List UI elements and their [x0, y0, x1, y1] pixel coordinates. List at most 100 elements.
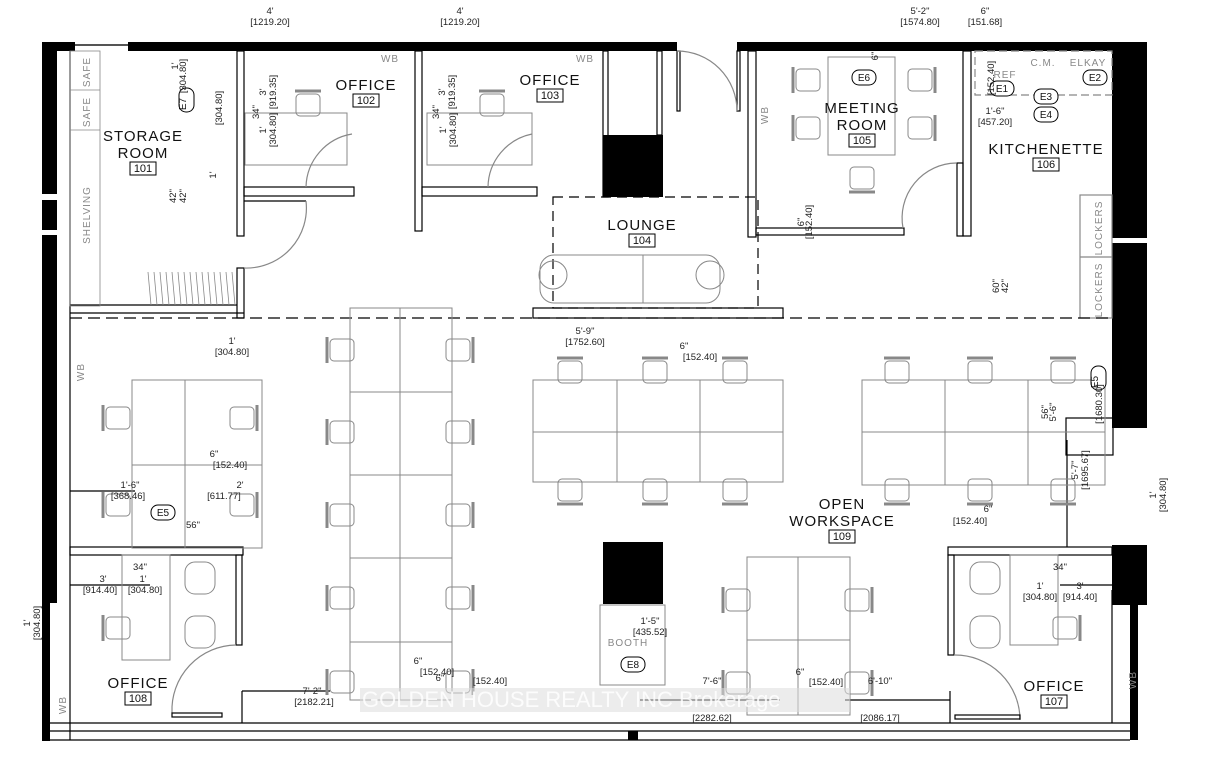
dimension-label: [304.80] — [214, 91, 225, 125]
dimension-label: [304.80] — [215, 347, 249, 358]
desk — [244, 112, 348, 166]
equipment-tag-label: E5 — [1090, 375, 1101, 388]
desk — [599, 604, 666, 686]
dimension-label: 2' — [236, 480, 243, 491]
dimension-label: [304.80] — [32, 606, 43, 640]
dimension-label: 1'-5" — [641, 616, 660, 627]
chair-icon — [642, 356, 668, 384]
dimension-label: [152.40] — [683, 352, 717, 363]
fixture-label-wb: WB — [576, 54, 594, 65]
equipment-tag: E3 — [1033, 88, 1059, 105]
equipment-tag: E2 — [1082, 69, 1108, 86]
room-name: ROOM — [118, 145, 169, 162]
desk — [532, 379, 784, 483]
room-number: 107 — [1045, 696, 1063, 708]
equipment-tag-label: E8 — [627, 660, 640, 671]
desk — [827, 56, 896, 156]
equipment-tag: E8 — [620, 656, 646, 673]
chair-icon — [791, 67, 821, 93]
equipment-tag: E6 — [851, 69, 877, 86]
chair-icon — [907, 115, 937, 141]
dimension-label: 42" — [1000, 279, 1011, 293]
dimension-label: 1' — [258, 126, 269, 133]
dimension-label: 6" — [414, 656, 423, 667]
dimension-label: [2182.21] — [294, 697, 334, 708]
desk — [1009, 554, 1059, 646]
dimension-label: [152.40] — [420, 667, 454, 678]
dimension-label: 4' — [266, 6, 273, 17]
fixture-label-lockers: LOCKERS — [1094, 263, 1105, 318]
room-number-box — [628, 233, 656, 248]
dimension-label: 4' — [456, 6, 463, 17]
chair-icon — [229, 405, 259, 431]
chair-icon — [884, 356, 910, 384]
fixture-label-safe: SAFE — [82, 57, 93, 87]
furniture — [101, 56, 1106, 716]
chair-icon — [721, 587, 751, 613]
dimension-label: 56" — [1040, 405, 1051, 419]
dimension-label: [1680.30] — [1094, 384, 1105, 424]
dimension-label: 1' — [1036, 581, 1043, 592]
room-number-box — [1032, 157, 1060, 172]
room-name: KITCHENETTE — [988, 141, 1103, 158]
room-name: OFFICE — [1024, 678, 1085, 695]
dimension-label: [1219.20] — [250, 17, 290, 28]
room-name: OFFICE — [520, 72, 581, 89]
armchair-icon — [969, 615, 1001, 649]
dimension-label: 3' — [1076, 581, 1083, 592]
dimension-label: 3' — [437, 88, 448, 95]
dimension-label: [152.40] — [953, 516, 987, 527]
dimension-label: 6" — [984, 504, 993, 515]
room-number-box — [124, 691, 152, 706]
chair-icon — [967, 478, 993, 506]
chair-icon — [884, 478, 910, 506]
dimension-label: 6'-10" — [868, 676, 892, 687]
armchair-icon — [184, 561, 216, 595]
room-name: OFFICE — [336, 77, 397, 94]
equipment-tag-label: E1 — [996, 84, 1009, 95]
room-name: LOUNGE — [607, 217, 676, 234]
chair-icon — [325, 502, 355, 528]
room-number: 106 — [1037, 159, 1055, 171]
dimension-label: [919.35] — [268, 75, 279, 109]
dimension-label: 6" — [436, 673, 445, 684]
equipment-tag: E1 — [989, 80, 1015, 97]
dimension-label: 60" — [991, 279, 1002, 293]
dimension-label: 34" — [251, 105, 262, 119]
dimension-label: 6" — [680, 341, 689, 352]
dimension-label: [457.20] — [978, 117, 1012, 128]
chair-icon — [844, 587, 874, 613]
dimension-label: [151.68] — [968, 17, 1002, 28]
fixture-label-elkay: ELKAY — [1070, 58, 1107, 69]
dimension-label: [2282.62] — [692, 713, 732, 724]
chair-icon — [445, 419, 475, 445]
chair-icon — [907, 67, 937, 93]
dimension-label: 6" — [796, 218, 807, 227]
chair-icon — [325, 585, 355, 611]
dimension-label: 6" — [796, 667, 805, 678]
dimension-label: 34" — [431, 105, 442, 119]
dimension-label: [152.40] — [804, 205, 815, 239]
equipment-tag-label: E3 — [1040, 92, 1053, 103]
dimension-label: 1' — [228, 336, 235, 347]
dimension-label: 5'-9" — [576, 326, 595, 337]
dimension-label: 7'-6" — [703, 676, 722, 687]
fixture-label-shelving: SHELVING — [82, 186, 93, 244]
chair-icon — [325, 669, 355, 695]
chair-icon — [557, 356, 583, 384]
chair-icon — [295, 89, 321, 117]
dimension-label: 5'-7" — [1070, 461, 1081, 480]
dimension-label: [152.40] — [473, 676, 507, 687]
dimension-label: [435.52] — [633, 627, 667, 638]
watermark-text: GOLDEN HOUSE REALTY INC Brokerage — [362, 687, 781, 712]
dimension-label: [304.80] — [178, 59, 189, 93]
room-name: MEETING — [824, 100, 899, 117]
room-number: 109 — [833, 531, 851, 543]
dimension-label: 56" — [186, 520, 200, 531]
chair-icon — [642, 478, 668, 506]
desk — [426, 112, 533, 166]
fixture-label-wb: WB — [58, 696, 69, 714]
room-number: 104 — [633, 235, 651, 247]
fixture-label-wb: WB — [1128, 671, 1139, 689]
chair-icon — [722, 356, 748, 384]
